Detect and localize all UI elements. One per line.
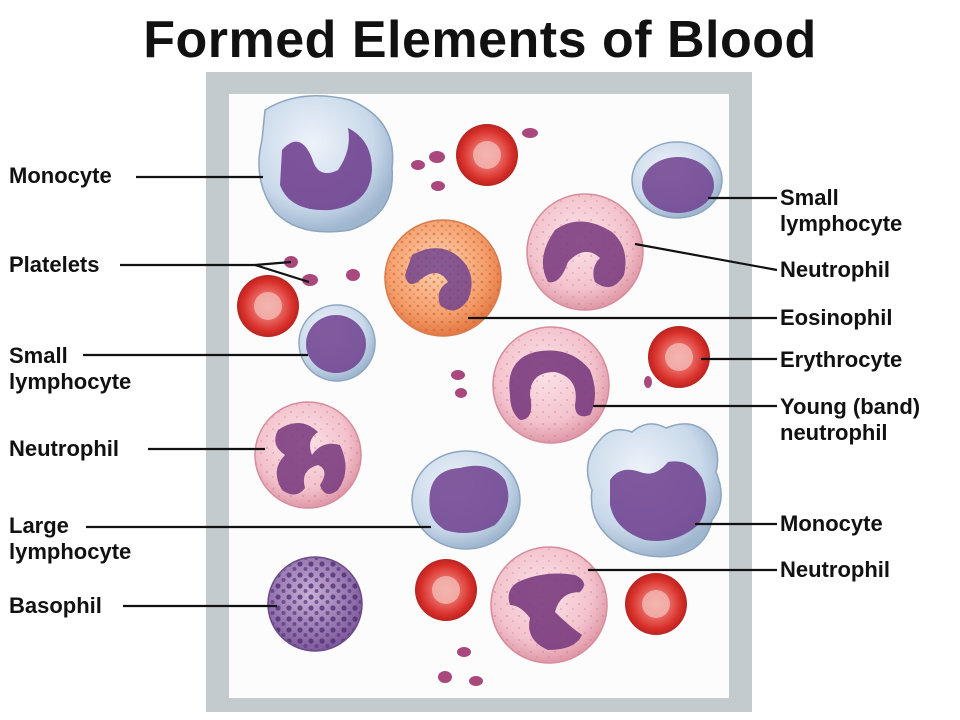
platelets-middle xyxy=(451,370,652,398)
label-small-lymphocyte-right-line1: Small xyxy=(780,185,839,210)
small-lymphocyte-left xyxy=(298,304,376,382)
small-lymphocyte-top-right xyxy=(631,141,723,219)
label-platelets: Platelets xyxy=(9,252,100,277)
large-lymphocyte xyxy=(411,450,521,550)
label-band-neutrophil-line1: Young (band) xyxy=(780,394,921,419)
label-neutrophil-top: Neutrophil xyxy=(780,257,890,282)
monocyte-top-left xyxy=(258,95,394,233)
label-neutrophil-left: Neutrophil xyxy=(9,436,119,461)
label-monocyte-left: Monocyte xyxy=(9,163,112,188)
platelets-top xyxy=(411,128,538,191)
label-eosinophil: Eosinophil xyxy=(780,305,893,330)
monocyte-bottom-right xyxy=(586,423,722,558)
eosinophil xyxy=(384,219,502,337)
neutrophil-bottom xyxy=(490,546,608,664)
erythrocyte-bottom-right xyxy=(625,573,687,635)
label-basophil: Basophil xyxy=(9,593,102,618)
erythrocyte-right xyxy=(648,326,710,388)
erythrocyte-top xyxy=(456,124,518,186)
label-small-lymphocyte-left-line1: Small xyxy=(9,343,68,368)
leader-platelets-2 xyxy=(254,263,310,284)
neutrophil-top-right xyxy=(526,193,644,311)
label-neutrophil-bottom: Neutrophil xyxy=(780,557,890,582)
leader-lines xyxy=(83,175,778,608)
neutrophil-left xyxy=(254,401,362,509)
label-monocyte-right: Monocyte xyxy=(780,511,883,536)
label-large-lymphocyte-line2: lymphocyte xyxy=(9,539,132,564)
leader-neutrophil-top xyxy=(634,242,778,272)
label-small-lymphocyte-left-line2: lymphocyte xyxy=(9,369,132,394)
label-large-lymphocyte-line1: Large xyxy=(9,513,69,538)
label-erythrocyte: Erythrocyte xyxy=(780,347,903,372)
basophil xyxy=(267,556,363,652)
leader-platelets xyxy=(120,260,292,267)
platelets-left xyxy=(284,256,360,286)
erythrocyte-bottom-left xyxy=(415,559,477,621)
erythrocyte-left xyxy=(237,275,299,337)
label-band-neutrophil-line2: neutrophil xyxy=(780,420,888,445)
band-neutrophil xyxy=(492,326,610,444)
label-small-lymphocyte-right-line2: lymphocyte xyxy=(780,211,903,236)
diagram-title: Formed Elements of Blood xyxy=(143,11,817,69)
platelets-bottom xyxy=(438,647,483,686)
